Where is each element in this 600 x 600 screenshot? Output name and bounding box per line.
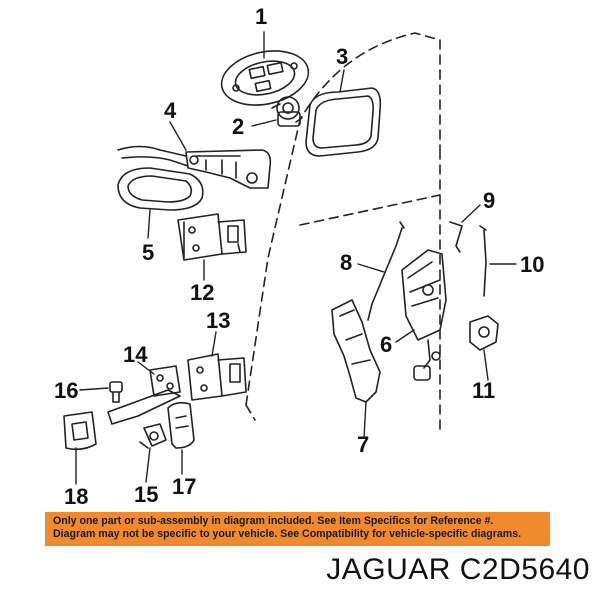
part-1-outer-handle-bezel <box>220 50 310 106</box>
part-17-striker-cover <box>167 401 195 449</box>
leader-lines <box>75 31 517 485</box>
callout-10: 10 <box>520 252 545 277</box>
part-3-handle-gasket <box>305 87 382 157</box>
part-number-caption: JAGUAR C2D5640 <box>326 553 590 586</box>
part-4-inner-handle <box>117 145 272 189</box>
callout-7: 7 <box>357 432 370 457</box>
callout-1: 1 <box>255 4 268 29</box>
part-10-latch-rod <box>479 225 487 297</box>
disclaimer-banner: Only one part or sub-assembly in diagram… <box>45 512 550 546</box>
callout-18: 18 <box>64 484 89 509</box>
disclaimer-line-1: Only one part or sub-assembly in diagram… <box>53 515 494 527</box>
callout-12: 12 <box>190 280 215 305</box>
part-18-latch-cover <box>63 411 97 451</box>
callout-3: 3 <box>336 44 349 69</box>
part-5-handle-bezel <box>117 167 204 211</box>
callout-17: 17 <box>172 474 197 499</box>
part-9-clip <box>449 221 463 253</box>
part-14-door-check <box>107 365 181 425</box>
part-11-striker <box>469 315 499 351</box>
callout-14: 14 <box>123 342 148 367</box>
part-16-bolt <box>109 381 123 403</box>
callout-5: 5 <box>142 240 155 265</box>
callout-2: 2 <box>232 114 245 139</box>
door-frame-outline <box>245 32 441 431</box>
callout-13: 13 <box>206 308 231 333</box>
callout-4: 4 <box>164 98 177 123</box>
callout-6: 6 <box>380 332 393 357</box>
callout-9: 9 <box>483 188 496 213</box>
part-2-lock-cylinder <box>271 96 303 127</box>
callout-8: 8 <box>340 250 353 275</box>
callout-15: 15 <box>134 482 159 507</box>
part-6-door-latch <box>401 249 447 381</box>
part-15-bracket <box>139 423 167 449</box>
part-7-lock-shield <box>331 299 381 403</box>
disclaimer-line-2: Diagram may not be specific to your vehi… <box>53 528 522 540</box>
part-12-upper-hinge <box>177 213 247 261</box>
callout-11: 11 <box>472 378 496 403</box>
door-lock-exploded-diagram <box>63 31 517 485</box>
callout-16: 16 <box>54 378 79 403</box>
part-13-lower-hinge <box>187 353 247 401</box>
part-8-lock-rod <box>367 221 405 321</box>
